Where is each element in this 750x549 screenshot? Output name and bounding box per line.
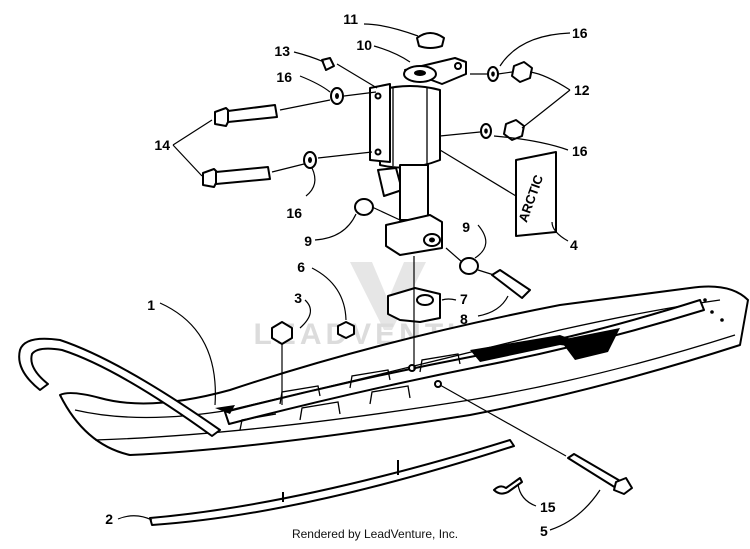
callout-1: 1 [147, 297, 155, 313]
wear-bar [149, 439, 515, 526]
callout-16-upper-right: 16 [572, 25, 588, 41]
grease-cap [416, 32, 445, 49]
callout-16-upper-left: 16 [276, 69, 292, 85]
callout-5: 5 [540, 523, 548, 539]
render-credit: Rendered by LeadVenture, Inc. [291, 527, 459, 541]
nut-6 [337, 321, 355, 339]
callout-6: 6 [297, 259, 305, 275]
spacer-tube [491, 269, 531, 299]
ski-rib [224, 299, 705, 425]
callout-4: 4 [570, 237, 578, 253]
nut-upper [511, 61, 533, 83]
ski [18, 285, 749, 526]
callout-13: 13 [274, 43, 290, 59]
callout-16-lower-left: 16 [286, 205, 302, 221]
callout-2: 2 [105, 511, 113, 527]
cotter-pin [493, 477, 523, 495]
ski-bolt [567, 453, 623, 489]
nut-3 [271, 321, 293, 345]
callout-14: 14 [154, 137, 170, 153]
bushing-right [459, 257, 479, 275]
callout-9-left: 9 [304, 233, 312, 249]
screw [321, 57, 335, 71]
leader-lines [117, 23, 601, 531]
ski-handle [18, 337, 221, 437]
callout-16-lower-right: 16 [572, 143, 588, 159]
bushing-left [354, 198, 374, 216]
callout-3: 3 [294, 290, 302, 306]
nut-lower [503, 119, 525, 141]
callout-labels: 11 10 13 16 14 16 16 12 16 4 9 9 7 8 6 3… [105, 11, 590, 539]
callout-7: 7 [460, 291, 468, 307]
callout-11: 10 [356, 37, 372, 53]
callout-12: 11 [343, 11, 358, 27]
spindle-assembly [369, 32, 467, 370]
callout-8: 8 [460, 311, 468, 327]
callout-15: 15 [540, 499, 556, 515]
callout-9-right: 9 [462, 219, 470, 235]
spindle-shaft [399, 164, 429, 221]
spindle-housing [379, 85, 441, 169]
callout-10: 12 [574, 82, 590, 98]
